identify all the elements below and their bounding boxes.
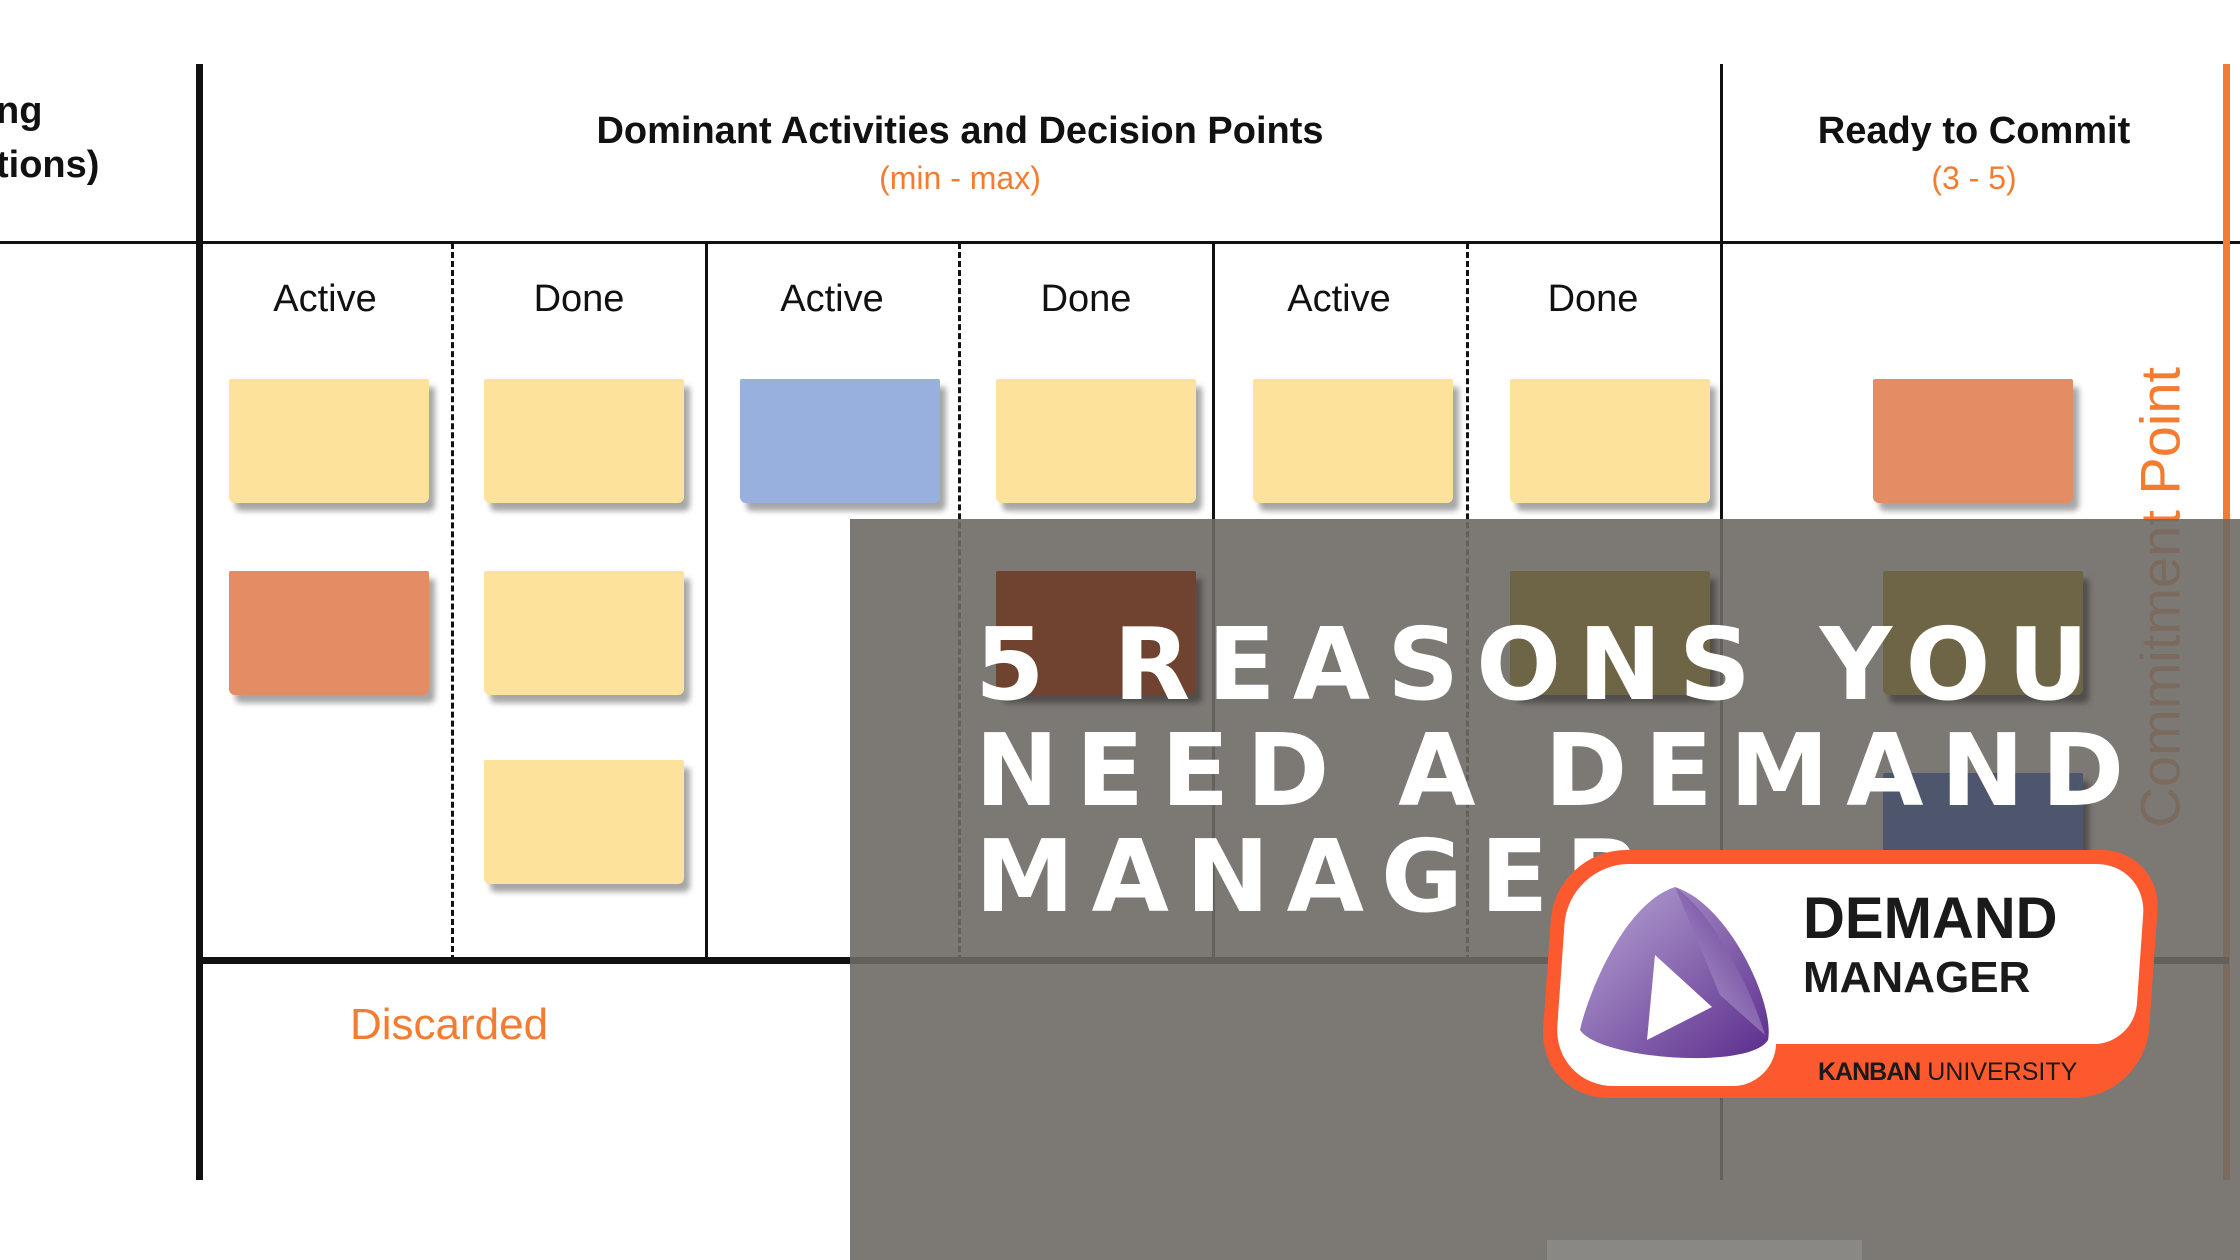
background-patch: [1547, 1240, 1862, 1260]
sticky-note[interactable]: [484, 760, 684, 884]
logo-line2: MANAGER: [1803, 953, 2031, 1002]
column-label: Done: [533, 278, 625, 320]
headline-line1: 5 REASONS YOU: [975, 606, 2106, 723]
logo-line1: DEMAND: [1803, 886, 2058, 951]
sticky-note[interactable]: [229, 379, 429, 503]
left-header-line2: tions): [0, 144, 100, 186]
headline-line2: NEED A DEMAND: [975, 712, 2142, 829]
sticky-note[interactable]: [1253, 379, 1453, 503]
column-label: Active: [780, 278, 884, 320]
sticky-note[interactable]: [1510, 571, 1710, 695]
discarded-label: Discarded: [350, 1000, 549, 1049]
left-header-line1: ng: [0, 90, 43, 132]
ready-header-title: Ready to Commit: [1817, 110, 2131, 152]
column-label: Done: [1547, 278, 1639, 320]
sticky-note[interactable]: [484, 379, 684, 503]
column-divider-dashed: [451, 243, 454, 961]
brand-light: UNIVERSITY: [1927, 1058, 2078, 1086]
sticky-note[interactable]: [996, 379, 1196, 503]
left-header: ng tions): [0, 84, 99, 192]
column-label: Active: [1287, 278, 1391, 320]
headline: 5 REASONS YOU NEED A DEMAND MANAGER: [975, 612, 2141, 930]
main-header-limit: (min - max): [879, 160, 1041, 196]
logo-title: DEMAND MANAGER: [1803, 890, 2058, 1000]
brand-bold: KANBAN: [1818, 1058, 1921, 1086]
board-left-border: [196, 64, 203, 1180]
column-label: Active: [273, 278, 377, 320]
column-divider: [705, 243, 708, 961]
sticky-note[interactable]: [229, 571, 429, 695]
sticky-note[interactable]: [1510, 379, 1710, 503]
sticky-note[interactable]: [1883, 571, 2083, 695]
ready-header-limit: (3 - 5): [1931, 160, 2017, 196]
column-label: Done: [1040, 278, 1132, 320]
sticky-note[interactable]: [740, 379, 940, 503]
headline-line3: MANAGER: [975, 818, 1660, 935]
main-header-title: Dominant Activities and Decision Points: [596, 110, 1324, 152]
triangle-logo-icon: [1580, 887, 1769, 1059]
header-divider: [0, 241, 2240, 244]
sticky-note[interactable]: [1873, 379, 2073, 503]
sticky-note[interactable]: [996, 571, 1196, 695]
sticky-note[interactable]: [484, 571, 684, 695]
logo-brand: KANBAN UNIVERSITY: [1818, 1058, 2077, 1087]
